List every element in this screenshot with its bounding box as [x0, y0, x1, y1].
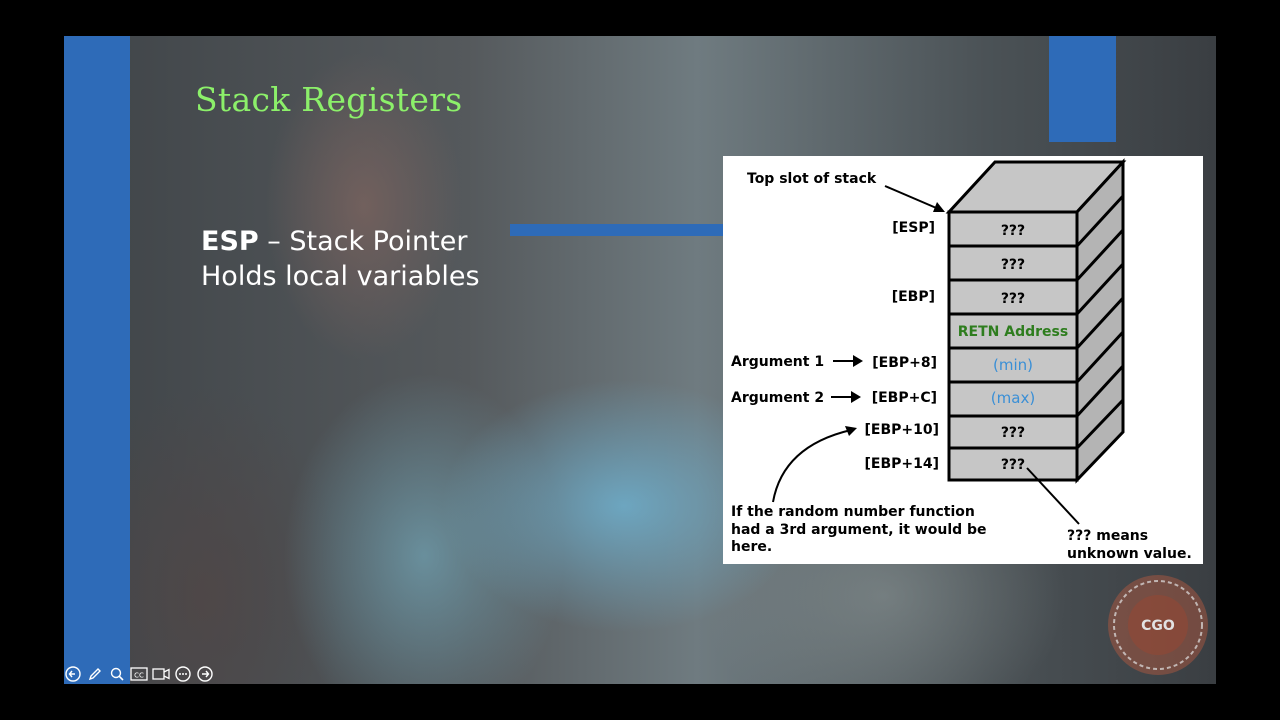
- note-third-arg-line2: had a 3rd argument, it would be: [731, 522, 987, 538]
- channel-logo: CGO: [1108, 575, 1208, 675]
- note-third-arg-line3: here.: [731, 539, 772, 555]
- slot-label-7: ???: [1001, 425, 1025, 441]
- argument-2-label: Argument 2: [731, 390, 824, 406]
- stack-slot-2: [947, 244, 1079, 282]
- presentation-toolbar: CC: [64, 665, 214, 683]
- logo-text: CGO: [1141, 618, 1175, 634]
- note-third-arg-line1: If the random number function: [731, 504, 975, 520]
- video-icon[interactable]: [152, 665, 170, 683]
- esp-description: – Stack Pointer: [258, 226, 468, 257]
- argument-1-label: Argument 1: [731, 354, 824, 370]
- esp-line-2: Holds local variables: [201, 261, 480, 292]
- stack-diagram: ??? ??? ??? RETN Address (min) (max) ???…: [723, 156, 1203, 564]
- stack-slots: [947, 210, 1079, 482]
- register-ebp-c: [EBP+C]: [872, 390, 937, 406]
- top-slot-label: Top slot of stack: [747, 171, 877, 187]
- stack-slot-3: [947, 278, 1079, 316]
- slot-label-max: (max): [991, 389, 1035, 407]
- register-ebp-10: [EBP+10]: [864, 422, 939, 438]
- pen-icon[interactable]: [86, 665, 104, 683]
- zoom-icon[interactable]: [108, 665, 126, 683]
- more-icon[interactable]: [174, 665, 192, 683]
- back-icon[interactable]: [64, 665, 82, 683]
- register-ebp-14: [EBP+14]: [864, 456, 939, 472]
- stack-slot-4: [947, 312, 1079, 350]
- slide-body: ESP – Stack Pointer Holds local variable…: [201, 224, 480, 294]
- stack-slot-1: [947, 210, 1079, 248]
- top-right-accent-block: [1049, 36, 1116, 142]
- register-ebp-8: [EBP+8]: [872, 355, 937, 371]
- slide-title: Stack Registers: [195, 80, 463, 119]
- note-unknown-line1: ??? means: [1067, 528, 1148, 544]
- slot-label-2: ???: [1001, 257, 1025, 273]
- esp-term: ESP: [201, 226, 259, 257]
- slot-label-3: ???: [1001, 291, 1025, 307]
- captions-icon[interactable]: CC: [130, 665, 148, 683]
- slot-label-min: (min): [993, 356, 1033, 374]
- register-esp: [ESP]: [892, 220, 935, 236]
- esp-line: ESP – Stack Pointer: [201, 224, 480, 259]
- slot-label-1: ???: [1001, 223, 1025, 239]
- forward-icon[interactable]: [196, 665, 214, 683]
- note-unknown-line2: unknown value.: [1067, 546, 1192, 562]
- slot-label-8: ???: [1001, 457, 1025, 473]
- left-accent-bar: [64, 36, 130, 684]
- side-face-dividers: [1075, 194, 1125, 450]
- register-ebp: [EBP]: [892, 289, 935, 305]
- slot-label-retn: RETN Address: [958, 324, 1068, 340]
- slide: Stack Registers ESP – Stack Pointer Hold…: [64, 36, 1216, 684]
- stack-slot-8: [947, 446, 1079, 482]
- top-slot-arrow: [884, 185, 942, 211]
- svg-text:CC: CC: [134, 672, 144, 680]
